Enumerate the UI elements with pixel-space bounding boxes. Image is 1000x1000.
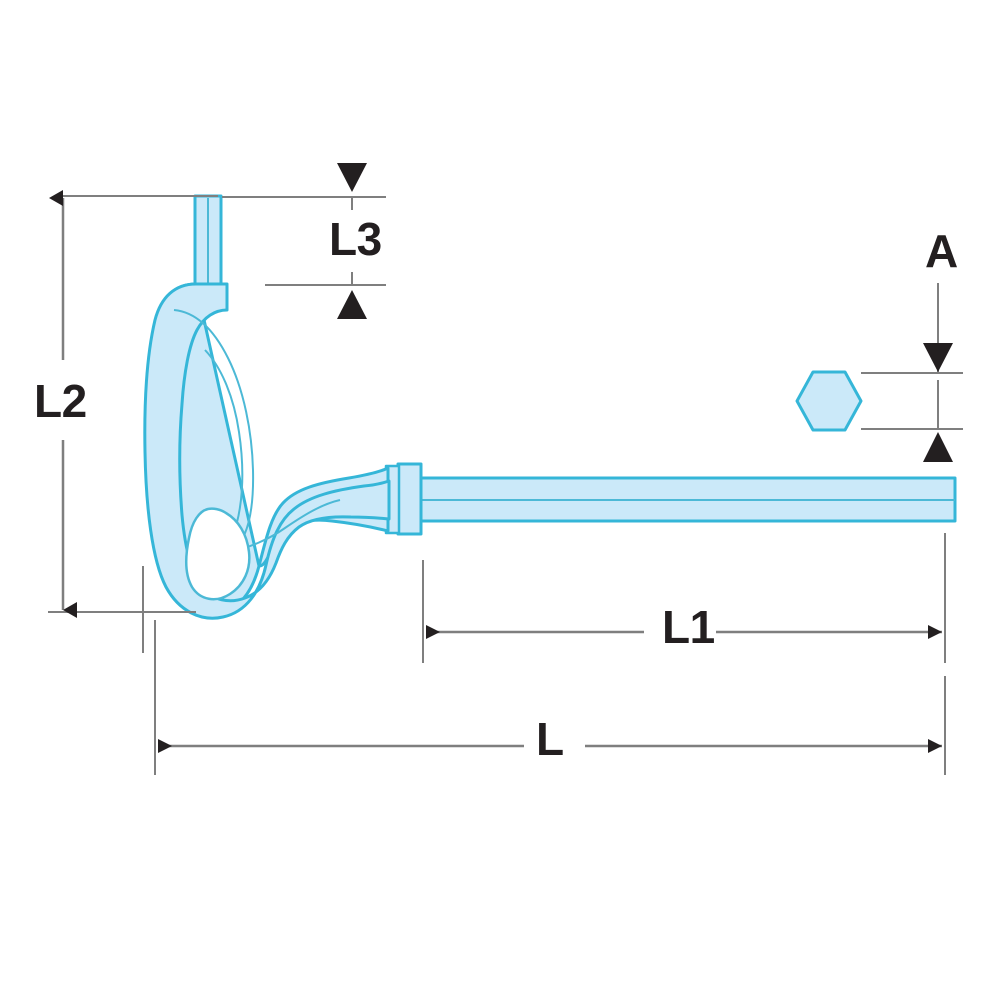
handle-silhouette [143, 282, 391, 620]
collar [384, 462, 423, 536]
dimension-L3 [222, 163, 386, 319]
dimension-L [154, 620, 946, 775]
dimension-L1 [422, 533, 946, 663]
tool-geometry [143, 194, 957, 620]
dimension-label-L: L [536, 713, 564, 765]
short-arm [193, 194, 223, 294]
l3-top-arrowhead [337, 163, 367, 192]
dimension-L2 [48, 190, 218, 653]
dimension-label-A: A [925, 225, 958, 277]
handle-cutout [185, 507, 251, 601]
dimension-A [861, 283, 963, 462]
dimension-label-L1: L1 [662, 601, 715, 653]
long-shaft [402, 476, 957, 523]
l3-bottom-arrowhead [337, 290, 367, 319]
dimension-label-L3: L3 [329, 213, 382, 265]
dimension-label-L2: L2 [34, 375, 87, 427]
hex-section [795, 370, 863, 432]
a-top-arrowhead [923, 343, 953, 372]
a-bottom-arrowhead [923, 432, 953, 462]
